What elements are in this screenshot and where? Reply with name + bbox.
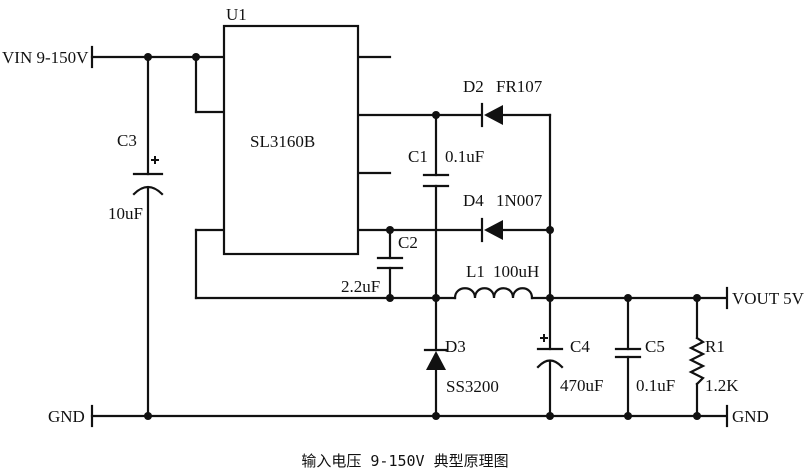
r1-ref: R1 bbox=[705, 337, 725, 356]
d4-part: 1N007 bbox=[496, 191, 543, 210]
c1-value: 0.1uF bbox=[445, 147, 484, 166]
c5-value: 0.1uF bbox=[636, 376, 675, 395]
capacitor-c5 bbox=[614, 347, 642, 359]
c4-ref: C4 bbox=[570, 337, 590, 356]
c2-ref: C2 bbox=[398, 233, 418, 252]
vout-label: VOUT 5V bbox=[732, 289, 805, 308]
gnd-right-label: GND bbox=[732, 407, 769, 426]
vin-label: VIN 9-150V bbox=[2, 48, 89, 67]
diode-d4 bbox=[480, 217, 503, 243]
c2-value: 2.2uF bbox=[341, 277, 380, 296]
capacitor-c3 bbox=[132, 156, 164, 196]
ic-u1-ref: U1 bbox=[226, 5, 247, 24]
capacitor-c1 bbox=[422, 173, 450, 188]
ic-u1-body bbox=[222, 24, 360, 256]
junction-dots bbox=[144, 53, 701, 420]
capacitor-c2 bbox=[376, 256, 404, 270]
capacitor-c4 bbox=[536, 334, 564, 369]
l1-ref: L1 bbox=[466, 262, 485, 281]
r1-value: 1.2K bbox=[705, 376, 739, 395]
d4-ref: D4 bbox=[463, 191, 484, 210]
d2-ref: D2 bbox=[463, 77, 484, 96]
d2-part: FR107 bbox=[496, 77, 543, 96]
c5-ref: C5 bbox=[645, 337, 665, 356]
d3-part: SS3200 bbox=[446, 377, 499, 396]
resistor-r1 bbox=[688, 336, 706, 386]
c3-value: 10uF bbox=[108, 204, 143, 223]
c4-value: 470uF bbox=[560, 376, 603, 395]
diode-d3 bbox=[423, 348, 449, 370]
d3-ref: D3 bbox=[445, 337, 466, 356]
ic-u1-part: SL3160B bbox=[250, 132, 315, 151]
c3-ref: C3 bbox=[117, 131, 137, 150]
c1-ref: C1 bbox=[408, 147, 428, 166]
gnd-left-label: GND bbox=[48, 407, 85, 426]
diagram-caption: 输入电压 9-150V 典型原理图 bbox=[301, 452, 508, 470]
inductor-l1 bbox=[453, 287, 534, 300]
diode-d2 bbox=[480, 102, 503, 128]
l1-value: 100uH bbox=[493, 262, 539, 281]
